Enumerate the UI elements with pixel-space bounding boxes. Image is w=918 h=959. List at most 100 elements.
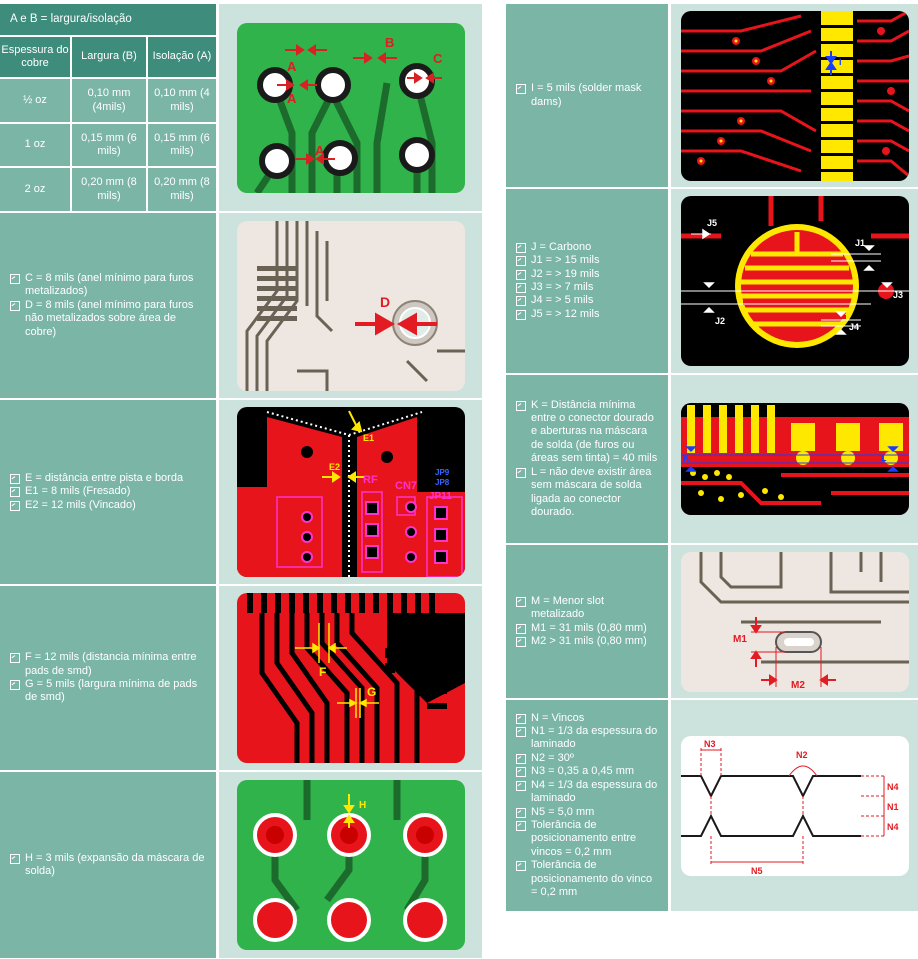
bullet-icon xyxy=(10,300,22,311)
label-a: A xyxy=(287,59,297,74)
figure-fg-panel: F G xyxy=(219,586,482,770)
pcb-edge-distance-image: E1 E2 RF CN7 JP11 JP9 JP8 xyxy=(236,407,465,577)
label-j2: J2 xyxy=(715,316,725,326)
pcb-solder-mask-dams-image: I xyxy=(680,10,909,181)
label-j1: J1 xyxy=(855,238,865,248)
list-item: N4 = 1/3 da espessura do laminado xyxy=(516,779,660,806)
divider xyxy=(146,168,148,211)
list-item-text: J1 = > 15 mils xyxy=(531,254,600,267)
text-j: J = Carbono J1 = > 15 mils J2 = > 19 mil… xyxy=(506,189,668,373)
bullet-icon xyxy=(516,780,528,791)
bullet-icon xyxy=(516,467,528,478)
row-i: I = 5 mils (solder mask dams) xyxy=(506,4,918,187)
text-cd: C = 8 mils (anel mínimo para furos metal… xyxy=(0,213,216,398)
table-cell: 0,20 mm (8 mils) xyxy=(72,168,146,211)
bullet-icon xyxy=(516,767,528,778)
list-item: N2 = 30º xyxy=(516,752,660,765)
list-item: M2 > 31 mils (0,80 mm) xyxy=(516,635,660,648)
list-item-text: N1 = 1/3 da espessura do laminado xyxy=(531,725,658,751)
list-item: L = não deve existir área sem máscara de… xyxy=(516,466,660,493)
pcb-width-clearance-image: A B A C A xyxy=(236,22,465,193)
bullet-icon xyxy=(516,623,528,634)
table-cell: 0,15 mm (6 mils) xyxy=(148,123,216,167)
label-g: G xyxy=(367,685,376,699)
list-item-text: D = 8 mils (anel mínimo para furos não m… xyxy=(25,298,194,338)
label-jp9: JP9 xyxy=(435,468,450,477)
list-item: J = Carbono xyxy=(516,241,660,254)
label-rf: RF xyxy=(363,474,378,486)
table-cell: 2 oz xyxy=(0,168,70,211)
label-n1: N1 xyxy=(887,802,899,812)
list-item-text: M1 = 31 mils (0,80 mm) xyxy=(531,621,647,634)
label-cn7: CN7 xyxy=(395,480,417,492)
list-item: C = 8 mils (anel mínimo para furos metal… xyxy=(10,272,208,299)
list-item: J3 = > 7 mils xyxy=(516,281,660,294)
row-ab: A e B = largura/isolação Espessura do co… xyxy=(0,4,482,211)
text-fg: F = 12 mils (distancia mínima entre pads… xyxy=(0,586,216,770)
figure-kl-panel: K L xyxy=(671,375,918,543)
list-item-text: J4 = > 5 mils xyxy=(531,294,594,307)
list-item: E = distância entre pista e borda xyxy=(10,472,208,485)
list-item: I = 5 mils (solder mask dams) xyxy=(516,82,660,109)
list-item: J4 = > 5 mils xyxy=(516,294,660,307)
table-title: A e B = largura/isolação xyxy=(0,4,216,35)
list-item-text: M2 > 31 mils (0,80 mm) xyxy=(531,634,647,647)
label-k: K xyxy=(683,453,690,463)
table-cell: ½ oz xyxy=(0,79,70,122)
label-n2: N2 xyxy=(796,750,808,760)
bullet-icon xyxy=(516,636,528,647)
table-cell: 0,20 mm (8 mils) xyxy=(148,168,216,211)
pcb-vscore-diagram: N3 N2 N4 N1 N4 N5 xyxy=(680,735,909,876)
list-item: N3 = 0,35 a 0,45 mm xyxy=(516,765,660,778)
label-h: H xyxy=(359,800,366,811)
label-d: D xyxy=(380,294,390,310)
bullet-icon xyxy=(516,807,528,818)
list-item-text: L = não deve existir área sem máscara de… xyxy=(531,465,652,492)
label-b: B xyxy=(385,35,394,50)
list-item: N1 = 1/3 da espessura do laminado xyxy=(516,725,660,752)
text-h: H = 3 mils (expansão da máscara de solda… xyxy=(0,772,216,958)
bullet-icon xyxy=(10,653,22,664)
pcb-gold-connector-image: K L xyxy=(680,403,909,515)
text-i: I = 5 mils (solder mask dams) xyxy=(506,4,668,187)
list-item: Tolerância de posicionamento entre vinco… xyxy=(516,819,660,859)
bullet-icon xyxy=(516,256,528,267)
list-item: ligada ao conector dourado. xyxy=(516,493,660,520)
divider xyxy=(70,123,72,167)
label-f: F xyxy=(319,665,326,679)
divider xyxy=(70,79,72,122)
figure-ab-panel: A B A C A xyxy=(219,4,482,211)
divider xyxy=(70,168,72,211)
divider xyxy=(146,36,148,78)
list-item-text: Tolerância de posicionamento entre vinco… xyxy=(531,818,637,858)
list-item-text: G = 5 mils (largura mínima de pads de sm… xyxy=(25,678,198,704)
bullet-icon xyxy=(10,273,22,284)
bullet-icon xyxy=(516,309,528,320)
bullet-icon xyxy=(516,296,528,307)
label-c: C xyxy=(433,51,443,66)
label-i: I xyxy=(839,57,842,67)
row-m: M = Menor slot metalizado M1 = 31 mils (… xyxy=(506,545,918,698)
figure-cd-panel: D xyxy=(219,213,482,398)
bullet-icon xyxy=(516,269,528,280)
header-clearance: Isolação (A) xyxy=(152,50,212,63)
text-n: N = Vincos N1 = 1/3 da espessura do lami… xyxy=(506,700,668,911)
bullet-icon xyxy=(516,713,528,724)
list-item-text: E2 = 12 mils (Vincado) xyxy=(25,498,136,511)
text-e: E = distância entre pista e borda E1 = 8… xyxy=(0,400,216,584)
list-item: E1 = 8 mils (Fresado) xyxy=(10,485,208,498)
text-kl: K = Distância mínima entre o conector do… xyxy=(506,375,668,543)
label-n4: N4 xyxy=(887,822,899,832)
list-item: M1 = 31 mils (0,80 mm) xyxy=(516,622,660,635)
bullet-icon xyxy=(516,727,528,738)
label-e1: E1 xyxy=(363,433,374,443)
label-l: L xyxy=(881,453,887,463)
list-item-text: E1 = 8 mils (Fresado) xyxy=(25,485,131,498)
bullet-icon xyxy=(516,596,528,607)
list-item-text: M = Menor slot metalizado xyxy=(531,594,605,621)
list-item-text: N2 = 30º xyxy=(531,751,574,764)
list-item-text: C = 8 mils (anel mínimo para furos metal… xyxy=(25,271,194,298)
table-row: 1 oz 0,15 mm (6 mils) 0,15 mm (6 mils) xyxy=(0,123,216,167)
pcb-slot-image: M1 M2 xyxy=(680,551,909,692)
list-item-text: I = 5 mils (solder mask dams) xyxy=(531,82,642,108)
